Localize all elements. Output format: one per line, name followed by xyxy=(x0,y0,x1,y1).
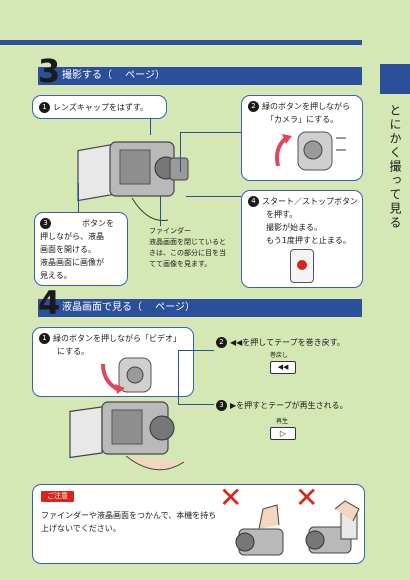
step-3-badge: 3 xyxy=(40,218,51,229)
caution-line1: ファインダーや液晶画面をつかんで、本機を持ち xyxy=(41,511,217,520)
holding-by-lcd-illustration xyxy=(305,500,360,554)
play-key-caption: 再生 xyxy=(276,418,289,425)
video-mode-switch-illustration xyxy=(101,357,152,394)
section-4-header: 液晶画面で見る（ ページ） xyxy=(38,299,362,317)
section-4-title: 液晶画面で見る（ ページ） xyxy=(62,302,195,313)
section-4-number: 4 xyxy=(38,284,61,322)
finder-note-line2: 液晶画面を閉じていると xyxy=(149,238,226,246)
rewind-step-badge: 2 xyxy=(216,337,227,348)
connector-video-step2 xyxy=(178,350,214,352)
caution-text: ファインダーや液晶画面をつかんで、本機を持ち 上げないでください。 xyxy=(41,509,216,535)
step-3-line3: 画面を開ける。 xyxy=(40,245,96,254)
connector-finder xyxy=(160,196,162,226)
side-tab-label: とにかく撮って見る xyxy=(388,104,402,230)
step-4-line3: 撮影が始まる。 xyxy=(266,223,322,232)
step-4-line2: を押す。 xyxy=(266,210,298,219)
finder-note-line3: きは、この部分に目を当 xyxy=(149,249,226,257)
finder-note-line4: てて画像を見ます。 xyxy=(149,260,212,268)
step-3-box: 3 ボタンを 押しながら、液晶 画面を開ける。 液晶画面に画像が 見える。 xyxy=(34,212,128,286)
video-step-1-badge: 1 xyxy=(39,333,50,344)
play-step-text-row: 3▶を押すとテープが再生される。 xyxy=(216,399,348,412)
step-3-line1: ボタンを xyxy=(82,219,114,228)
step-4-badge: 4 xyxy=(248,196,259,207)
side-tab-marker xyxy=(380,64,410,94)
camera-mode-switch-illustration xyxy=(275,131,346,171)
top-rule xyxy=(0,40,362,45)
step-2-badge: 2 xyxy=(248,101,259,112)
connector-step2-h xyxy=(180,132,241,134)
connector-video-v xyxy=(178,350,180,404)
connector-step3 xyxy=(78,183,80,213)
play-key-icon: ▷ xyxy=(270,427,296,440)
step-1-badge: 1 xyxy=(39,102,50,113)
video-step-1-line2: にする。 xyxy=(57,347,90,356)
step-4-line1: スタート／ストップボタン xyxy=(262,197,358,206)
rewind-key-icon: ◀◀ xyxy=(270,361,296,374)
finder-note: ファインダー 液晶画面を閉じていると きは、この部分に目を当 てて画像を見ます。 xyxy=(149,226,226,270)
step-3-text: 3 ボタンを 押しながら、液晶 画面を開ける。 液晶画面に画像が 見える。 xyxy=(35,213,127,282)
step-3-line5: 見える。 xyxy=(40,271,72,280)
record-dot-icon xyxy=(297,260,307,270)
step-2-line2: 「カメラ」にする。 xyxy=(266,115,339,124)
step-1-text: レンズキャップをはずす。 xyxy=(53,103,149,112)
play-step-text: ▶を押すとテープが再生される。 xyxy=(230,401,348,410)
step-3-line4: 液晶画面に画像が xyxy=(40,258,104,267)
section-3-title: 撮影する（ ページ） xyxy=(62,70,165,81)
holding-by-finder-illustration xyxy=(235,504,284,556)
camcorder-open-lcd-illustration xyxy=(77,141,189,222)
section-3-header: 撮影する（ ページ） xyxy=(38,67,362,85)
video-step-1-line1: 緑のボタンを押しながら「ビデオ」 xyxy=(53,334,181,343)
camcorder-playback-illustration xyxy=(69,401,185,471)
caution-line2: 上げないでください。 xyxy=(41,524,121,533)
rewind-key-caption: 巻戻し xyxy=(270,352,289,359)
step-3-line2: 押しながら、液晶 xyxy=(40,232,104,241)
play-step-badge: 3 xyxy=(216,400,227,411)
start-stop-button-illustration xyxy=(290,249,314,283)
finder-note-line1: ファインダー xyxy=(149,227,191,235)
rewind-step-text-row: 2◀◀を押してテープを巻き戻す。 xyxy=(216,336,345,349)
connector-step4 xyxy=(186,196,241,198)
step-2-line1: 緑のボタンを押しながら xyxy=(262,102,350,111)
rewind-step-text: ◀◀を押してテープを巻き戻す。 xyxy=(230,338,345,347)
section-3-number: 3 xyxy=(38,52,61,90)
connector-step1 xyxy=(150,119,152,135)
connector-video-step3 xyxy=(178,404,214,406)
caution-box: ご注意 ファインダーや液晶画面をつかんで、本機を持ち 上げないでください。 ✕ … xyxy=(32,481,365,564)
caution-tag: ご注意 xyxy=(41,491,74,502)
prohibited-mark-1-icon: ✕ xyxy=(219,481,243,514)
step-4-line4: もう1度押すと止まる。 xyxy=(266,236,351,245)
prohibited-mark-2-icon: ✕ xyxy=(295,481,319,514)
connector-step2-v xyxy=(180,132,182,172)
